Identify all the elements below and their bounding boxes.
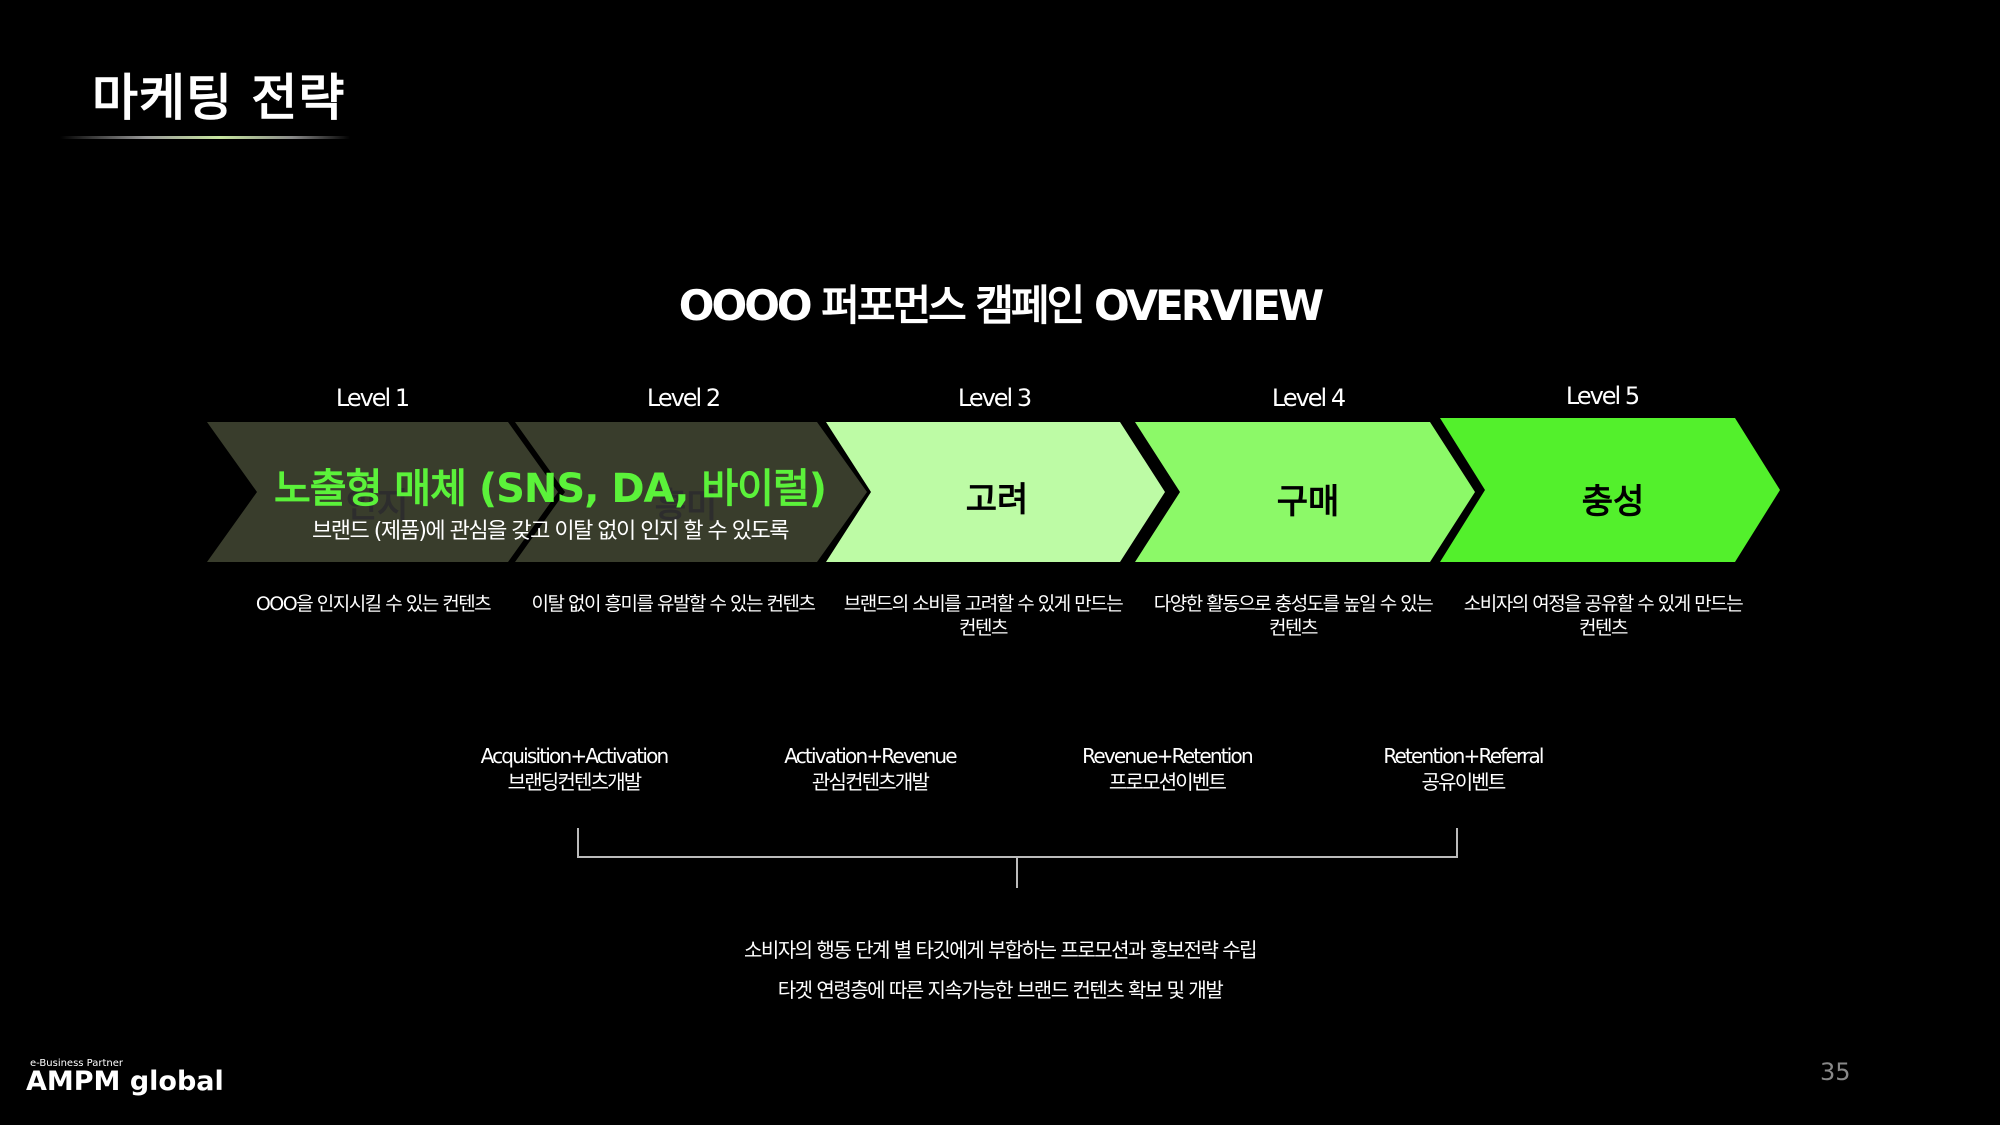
chevron-4 <box>1135 422 1475 562</box>
combo-4-action: 공유이벤트 <box>1421 770 1507 794</box>
stage-label-1: 인지 <box>345 486 409 526</box>
page-title: 마케팅 전략 <box>92 69 346 127</box>
combo-2: Activation+Revenue 관심컨텐츠개발 <box>730 743 1010 795</box>
chevron-5 <box>1440 418 1780 562</box>
stage-label-5: 충성 <box>1581 482 1645 522</box>
chevron-3 <box>826 422 1165 562</box>
level-label-4: Level 4 <box>1271 384 1346 412</box>
level-desc-1: OOO을 인지시킬 수 있는 컨텐츠 <box>255 593 492 615</box>
combo-3: Revenue+Retention 프로모션이벤트 <box>1027 743 1307 795</box>
chevron-1 <box>207 422 558 562</box>
stage-label-2: 흥미 <box>654 486 718 526</box>
combo-1-action: 브랜딩컨텐츠개발 <box>507 770 643 794</box>
level-label-2: Level 2 <box>646 384 721 412</box>
level-label-3: Level 3 <box>957 384 1032 412</box>
combo-4: Retention+Referral 공유이벤트 <box>1323 743 1603 795</box>
level-desc-2: 이탈 없이 흥미를 유발할 수 있는 컨텐츠 <box>531 593 816 615</box>
level-desc-4: 다양한 활동으로 충성도를 높일 수 있는 컨텐츠 <box>1153 593 1434 639</box>
combo-1-metric: Acquisition+Activation <box>480 744 670 768</box>
level-label-5: Level 5 <box>1565 382 1640 410</box>
level-desc-5: 소비자의 여정을 공유할 수 있게 만드는 컨텐츠 <box>1463 593 1744 639</box>
combo-4-metric: Retention+Referral <box>1383 744 1544 768</box>
summary-line-1: 소비자의 행동 단계 별 타깃에게 부합하는 프로모션과 홍보전략 수립 <box>743 938 1258 962</box>
title-underline <box>60 136 350 139</box>
combo-2-action: 관심컨텐츠개발 <box>811 770 930 794</box>
bracket-stem <box>1016 858 1018 888</box>
logo-tagline: e-Business Partner <box>30 1058 124 1069</box>
company-logo: AMPM global <box>26 1066 224 1097</box>
combo-3-metric: Revenue+Retention <box>1082 744 1254 768</box>
combo-1: Acquisition+Activation 브랜딩컨텐츠개발 <box>434 743 714 795</box>
overview-title: OOOO 퍼포먼스 캠페인 OVERVIEW <box>678 281 1324 330</box>
overlay-media-title: 노출형 매체 (SNS, DA, 바이럴) <box>273 466 827 512</box>
bracket-right <box>1456 828 1458 858</box>
page-number: 35 <box>1820 1058 1851 1086</box>
combo-3-action: 프로모션이벤트 <box>1108 770 1227 794</box>
bracket-left <box>577 828 579 858</box>
bracket-bar <box>577 856 1458 858</box>
stage-label-3: 고려 <box>965 480 1029 520</box>
summary-line-2: 타겟 연령층에 따른 지속가능한 브랜드 컨텐츠 확보 및 개발 <box>777 978 1224 1002</box>
level-desc-3: 브랜드의 소비를 고려할 수 있게 만드는 컨텐츠 <box>843 593 1124 639</box>
stage-label-4: 구매 <box>1276 482 1340 522</box>
chevron-2 <box>515 422 867 562</box>
combo-2-metric: Activation+Revenue <box>784 744 957 768</box>
overlay-media-subtitle: 브랜드 (제품)에 관심을 갖고 이탈 없이 인지 할 수 있도록 <box>312 519 789 544</box>
level-label-1: Level 1 <box>335 384 410 412</box>
